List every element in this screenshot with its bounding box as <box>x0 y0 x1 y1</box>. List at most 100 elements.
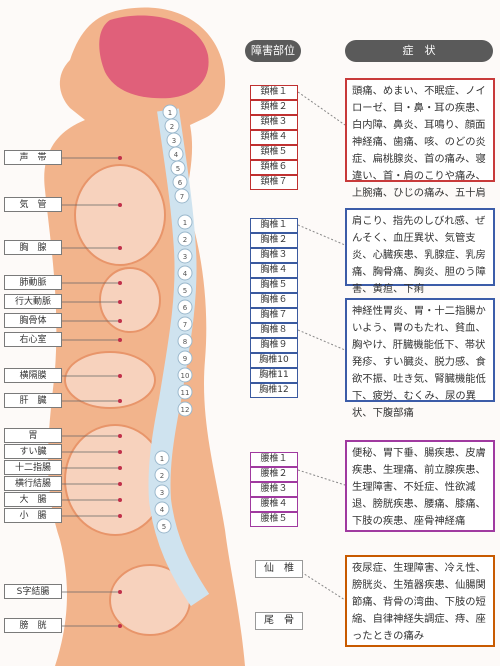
vertebra-marker <box>177 265 193 281</box>
vertebra-marker <box>177 248 193 264</box>
organ-dot <box>118 246 122 250</box>
vertebra-cervical-5: 頚椎５ <box>250 145 298 160</box>
vertebra-number: 10 <box>181 372 190 380</box>
organ-label-colon: 横行結腸 <box>4 476 62 491</box>
organ-label-chest: 胸 腺 <box>4 240 62 255</box>
vertebra-number: 2 <box>183 236 187 244</box>
vertebra-number: 5 <box>176 165 180 173</box>
vertebra-number: 6 <box>183 304 188 312</box>
vertebra-marker <box>154 450 170 466</box>
vertebra-lumbar-2: 腰椎２ <box>250 467 298 482</box>
symptom-connector <box>297 224 346 246</box>
vertebra-marker <box>177 333 193 349</box>
symptom-box-thoracic-lower: 神経性胃炎、胃・十二指腸かいよう、胃のもたれ、貧血、胸やけ、肝臓機能低下、帯状発… <box>345 298 495 419</box>
vertebra-marker <box>177 282 193 298</box>
vertebra-number: 4 <box>183 270 188 278</box>
organ-label-stomach: 胃 <box>4 428 62 443</box>
vertebra-number: 2 <box>170 123 174 131</box>
symptom-connector <box>297 569 346 601</box>
organ-dot <box>118 450 122 454</box>
organ-dot <box>118 203 122 207</box>
vertebra-marker <box>174 188 190 204</box>
vertebra-thoracic-3: 胸椎３ <box>250 248 298 263</box>
organ-dot <box>118 624 122 628</box>
face-profile <box>59 60 85 120</box>
vertebra-marker <box>154 467 170 483</box>
vertebra-number: 6 <box>178 179 183 187</box>
vertebra-marker <box>177 299 193 315</box>
organ-label-small: 小 腸 <box>4 508 62 523</box>
vertebra-marker <box>156 518 172 534</box>
organ-dot <box>118 338 122 342</box>
vertebra-thoracic-12: 胸椎12 <box>250 383 298 398</box>
lung <box>74 164 166 266</box>
vertebra-marker <box>177 316 193 332</box>
symptom-box-sacral: 夜尿症、生理障害、冷え性、膀胱炎、生殖器疾患、仙腸関節痛、背骨の湾曲、下肢の短縮… <box>345 555 495 647</box>
vertebra-number: 5 <box>183 287 187 295</box>
vertebra-number: 1 <box>160 455 164 463</box>
organ-dot <box>118 466 122 470</box>
vertebra-thoracic-6: 胸椎６ <box>250 293 298 308</box>
organ-label-rv: 右心室 <box>4 332 62 347</box>
vertebra-number: 3 <box>160 489 164 497</box>
vertebra-thoracic-1: 胸椎１ <box>250 218 298 233</box>
vertebra-number: 3 <box>172 137 176 145</box>
vertebra-number: 9 <box>183 355 187 363</box>
organ-dot <box>118 319 122 323</box>
sacrum-tag: 仙 椎 <box>255 560 303 578</box>
region-header: 障害部位 <box>245 40 301 62</box>
vertebra-thoracic-4: 胸椎４ <box>250 263 298 278</box>
organ-label-liver: 肝 臓 <box>4 393 62 408</box>
vertebra-cervical-7: 頚椎７ <box>250 175 298 190</box>
vertebra-cervical-3: 頚椎３ <box>250 115 298 130</box>
vertebra-marker <box>154 484 170 500</box>
organ-label-vocal: 声 帯 <box>4 150 62 165</box>
vertebra-lumbar-5: 腰椎５ <box>250 512 298 527</box>
vertebra-number: 4 <box>174 151 179 159</box>
symptom-box-cervical: 頭痛、めまい、不眠症、ノイローゼ、目・鼻・耳の疾患、白内障、鼻炎、耳鳴り、顔面神… <box>345 78 495 199</box>
vertebra-number: 7 <box>183 321 187 329</box>
organ-dot <box>118 482 122 486</box>
organ-dot <box>118 300 122 304</box>
vertebra-thoracic-8: 胸椎８ <box>250 323 298 338</box>
vertebra-number: 3 <box>183 253 187 261</box>
organ-label-trachea: 気 管 <box>4 197 62 212</box>
vertebra-thoracic-2: 胸椎２ <box>250 233 298 248</box>
organ-label-duodenum: 十二指腸 <box>4 460 62 475</box>
vertebra-marker <box>177 384 193 400</box>
brain <box>99 15 209 99</box>
vertebra-number: 1 <box>168 109 172 117</box>
vertebra-marker <box>177 350 193 366</box>
vertebra-marker <box>154 501 170 517</box>
vertebra-cervical-4: 頚椎４ <box>250 130 298 145</box>
organ-dot <box>118 434 122 438</box>
vertebra-number: 4 <box>160 506 165 514</box>
organ-dot <box>118 374 122 378</box>
organ-dot <box>118 281 122 285</box>
coccyx-tag: 尾 骨 <box>255 612 303 630</box>
organ-dot <box>118 399 122 403</box>
vertebra-number: 5 <box>162 523 166 531</box>
vertebra-lumbar-3: 腰椎３ <box>250 482 298 497</box>
vertebra-number: 2 <box>160 472 164 480</box>
vertebra-lumbar-4: 腰椎４ <box>250 497 298 512</box>
liver <box>64 351 156 409</box>
symptom-connector <box>297 469 346 486</box>
organ-dot <box>118 590 122 594</box>
vertebra-cervical-6: 頚椎６ <box>250 160 298 175</box>
organ-label-aorta: 行大動脈 <box>4 294 62 309</box>
symptom-box-lumbar: 便秘、胃下垂、腸疾患、皮膚疾患、生理痛、前立腺疾患、生理障害、不妊症、性欲減退、… <box>345 440 495 532</box>
organ-dot <box>118 498 122 502</box>
organ-dot <box>118 514 122 518</box>
vertebra-marker <box>177 367 193 383</box>
organ-label-bladder: 膀 胱 <box>4 618 62 633</box>
vertebra-cervical-1: 頚椎１ <box>250 85 298 100</box>
organ-label-sigmoid: S字結腸 <box>4 584 62 599</box>
vertebra-number: 11 <box>181 389 190 397</box>
organ-dot <box>118 156 122 160</box>
organ-label-thymus: 胸骨体 <box>4 313 62 328</box>
heart <box>99 267 161 333</box>
symptom-connector <box>297 329 346 351</box>
